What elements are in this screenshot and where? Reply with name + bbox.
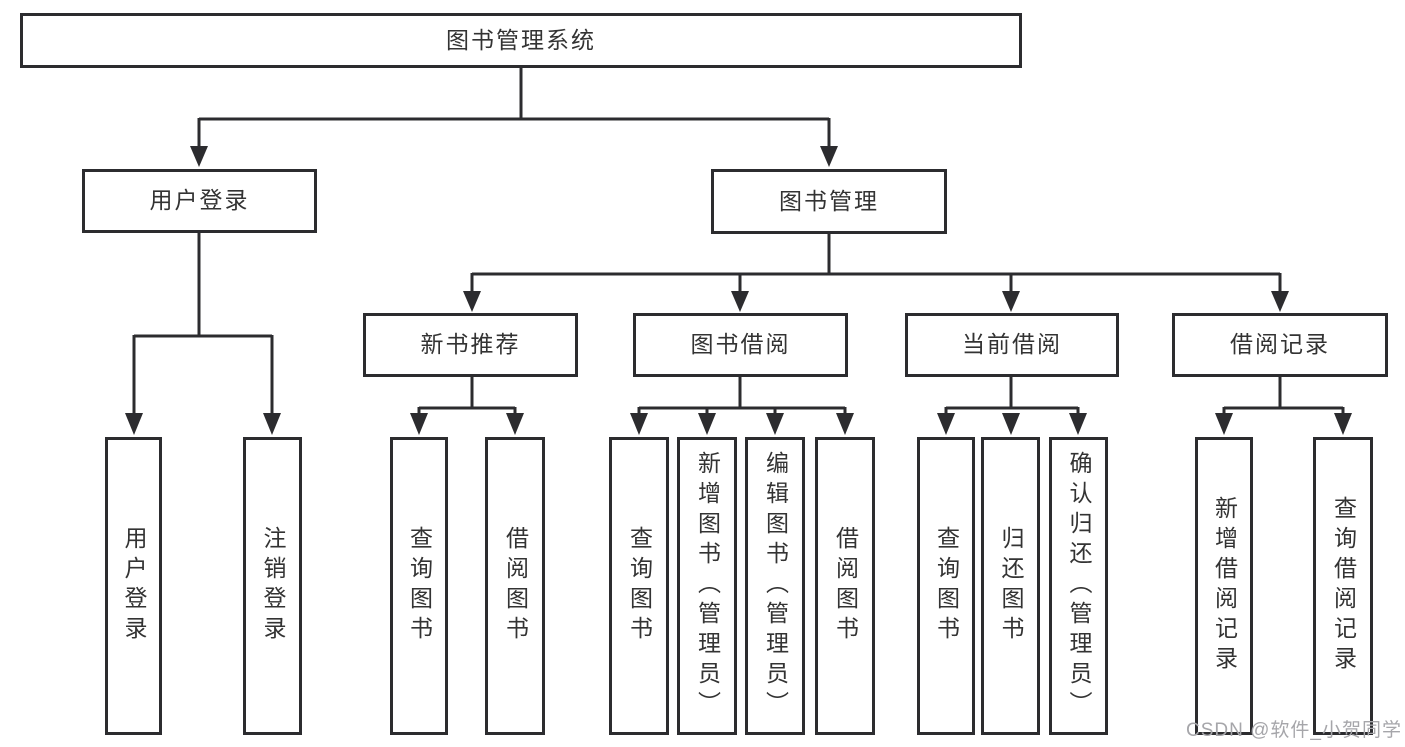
leaf-borrow-edit-admin: 编辑图书（管理员） bbox=[745, 437, 805, 735]
node-root: 图书管理系统 bbox=[20, 13, 1022, 68]
leaf-borrow-add-admin-label: 新增图书（管理员） bbox=[694, 451, 721, 721]
node-borrow-records: 借阅记录 bbox=[1172, 313, 1388, 377]
wire-userlogin-children bbox=[125, 232, 281, 435]
node-user-login: 用户登录 bbox=[82, 169, 317, 233]
leaf-borrow-query: 查询图书 bbox=[609, 437, 669, 735]
leaf-current-confirm-admin-label: 确认归还（管理员） bbox=[1066, 451, 1092, 721]
leaf-borrow-borrow: 借阅图书 bbox=[815, 437, 875, 735]
leaf-user-login-label: 用户登录 bbox=[121, 526, 147, 646]
node-new-book-recommend-label: 新书推荐 bbox=[420, 331, 521, 358]
node-user-login-label: 用户登录 bbox=[149, 187, 250, 214]
wire-records-children bbox=[1215, 376, 1352, 435]
leaf-borrow-edit-admin-label: 编辑图书（管理员） bbox=[762, 451, 789, 721]
leaf-current-return: 归还图书 bbox=[981, 437, 1040, 735]
node-borrow-records-label: 借阅记录 bbox=[1230, 331, 1330, 358]
leaf-newbook-borrow-label: 借阅图书 bbox=[502, 526, 529, 646]
node-book-management: 图书管理 bbox=[711, 169, 947, 234]
leaf-current-confirm-admin: 确认归还（管理员） bbox=[1049, 437, 1108, 735]
leaf-current-query-label: 查询图书 bbox=[933, 526, 960, 646]
leaf-records-query: 查询借阅记录 bbox=[1313, 437, 1373, 735]
leaf-logout: 注销登录 bbox=[243, 437, 302, 735]
leaf-newbook-borrow: 借阅图书 bbox=[485, 437, 545, 735]
leaf-records-add-label: 新增借阅记录 bbox=[1211, 496, 1238, 676]
node-current-borrow: 当前借阅 bbox=[905, 313, 1119, 377]
node-book-borrow-label: 图书借阅 bbox=[690, 331, 791, 358]
leaf-newbook-query-label: 查询图书 bbox=[406, 526, 433, 646]
node-root-label: 图书管理系统 bbox=[446, 26, 596, 53]
leaf-current-query: 查询图书 bbox=[917, 437, 975, 735]
leaf-borrow-add-admin: 新增图书（管理员） bbox=[677, 437, 737, 735]
node-new-book-recommend: 新书推荐 bbox=[363, 313, 578, 377]
leaf-logout-label: 注销登录 bbox=[260, 526, 286, 646]
node-current-borrow-label: 当前借阅 bbox=[962, 331, 1062, 358]
leaf-borrow-query-label: 查询图书 bbox=[626, 526, 653, 646]
csdn-watermark: CSDN @软件_小贺同学 bbox=[1186, 720, 1402, 741]
wire-current-children bbox=[937, 376, 1087, 435]
wire-borrow-children bbox=[630, 376, 854, 435]
wire-newbook-children bbox=[410, 376, 524, 435]
leaf-records-add: 新增借阅记录 bbox=[1195, 437, 1253, 735]
leaf-newbook-query: 查询图书 bbox=[390, 437, 448, 735]
leaf-borrow-borrow-label: 借阅图书 bbox=[832, 526, 859, 646]
leaf-user-login: 用户登录 bbox=[105, 437, 162, 735]
node-book-borrow: 图书借阅 bbox=[633, 313, 848, 377]
wire-root-to-level2 bbox=[190, 68, 838, 167]
leaf-current-return-label: 归还图书 bbox=[998, 526, 1024, 646]
wire-bookmgmt-to-level3 bbox=[463, 233, 1289, 312]
node-book-management-label: 图书管理 bbox=[779, 187, 879, 214]
leaf-records-query-label: 查询借阅记录 bbox=[1330, 496, 1357, 676]
